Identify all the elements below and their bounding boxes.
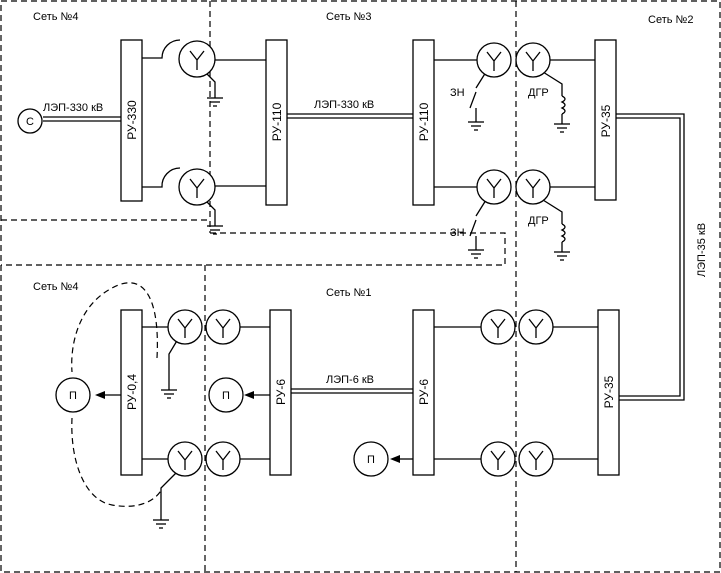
- transformer-icon: [480, 441, 516, 477]
- load-node-ru04: П: [55, 377, 91, 413]
- transformer-icon: [167, 309, 203, 345]
- transformer-icon: [515, 169, 551, 205]
- ground-icon: [554, 123, 570, 133]
- bus-label-ru6-left: РУ-6: [274, 379, 288, 405]
- source-label: С: [26, 116, 34, 128]
- transformer-icon: [205, 309, 241, 345]
- ground-icon: [468, 249, 484, 259]
- label-dgr-top: ДГР: [528, 87, 549, 99]
- line-label-lep330-link: ЛЭП-330 кВ: [314, 99, 374, 111]
- bus-ru110-right: РУ-110: [412, 39, 435, 206]
- transformer-icon: [178, 40, 216, 78]
- bus-ru35-bottom: РУ-35: [597, 309, 620, 476]
- network-label-3: Сеть №3: [326, 11, 371, 23]
- label-dgr-bottom: ДГР: [528, 215, 549, 227]
- bus-ru6-right: РУ-6: [412, 309, 435, 476]
- bus-label-ru110-right: РУ-110: [417, 102, 431, 141]
- network-label-4-top: Сеть №4: [33, 11, 78, 23]
- network-label-1: Сеть №1: [326, 287, 371, 299]
- transformer-icon: [476, 169, 512, 205]
- bus-ru110-left: РУ-110: [265, 39, 288, 206]
- bus-ru6-left: РУ-6: [269, 309, 292, 476]
- bus-label-ru110-left: РУ-110: [270, 102, 284, 141]
- load-label-ru6-left: П: [222, 390, 230, 402]
- bus-ru35-top: РУ-35: [594, 39, 617, 201]
- line-label-lep35: ЛЭП-35 кВ: [696, 223, 708, 277]
- load-node-ru6-right: П: [353, 441, 389, 477]
- ground-icon: [153, 519, 169, 529]
- load-label-ru6-right: П: [367, 454, 375, 466]
- ground-icon: [161, 389, 177, 399]
- transformer-icon: [476, 42, 512, 78]
- label-zn-bottom: ЗН: [450, 227, 465, 239]
- top-wiring: [43, 39, 685, 401]
- transformer-icon: [205, 441, 241, 477]
- line-label-lep330-source: ЛЭП-330 кВ: [43, 102, 103, 114]
- bottom-wiring: [71, 282, 598, 520]
- transformers: [167, 40, 554, 477]
- ground-icon: [554, 251, 570, 261]
- bus-label-ru35-bottom: РУ-35: [602, 375, 616, 408]
- bus-label-ru6-right: РУ-6: [417, 379, 431, 405]
- transformer-icon: [480, 309, 516, 345]
- transformer-icon: [515, 42, 551, 78]
- label-zn-top: ЗН: [450, 87, 465, 99]
- ground-icon: [468, 121, 484, 131]
- transformer-icon: [167, 441, 203, 477]
- ground-symbols: [153, 97, 570, 529]
- ground-icon: [207, 225, 223, 235]
- bus-label-ru35-top: РУ-35: [599, 104, 613, 137]
- network-label-2: Сеть №2: [648, 14, 693, 26]
- transformer-icon: [518, 441, 554, 477]
- transformer-icon: [518, 309, 554, 345]
- ground-icon: [207, 97, 223, 107]
- network-label-4-bottom: Сеть №4: [33, 281, 78, 293]
- transformer-icon: [178, 168, 216, 206]
- bus-ru330: РУ-330: [120, 39, 143, 202]
- line-label-lep6: ЛЭП-6 кВ: [326, 374, 374, 386]
- load-label-ru04: П: [69, 390, 77, 402]
- source-node: С: [17, 108, 43, 134]
- bus-ru04: РУ-0,4: [120, 309, 143, 476]
- load-node-ru6-left: П: [208, 377, 244, 413]
- bus-label-ru330: РУ-330: [125, 100, 139, 140]
- bus-label-ru04: РУ-0,4: [125, 374, 139, 410]
